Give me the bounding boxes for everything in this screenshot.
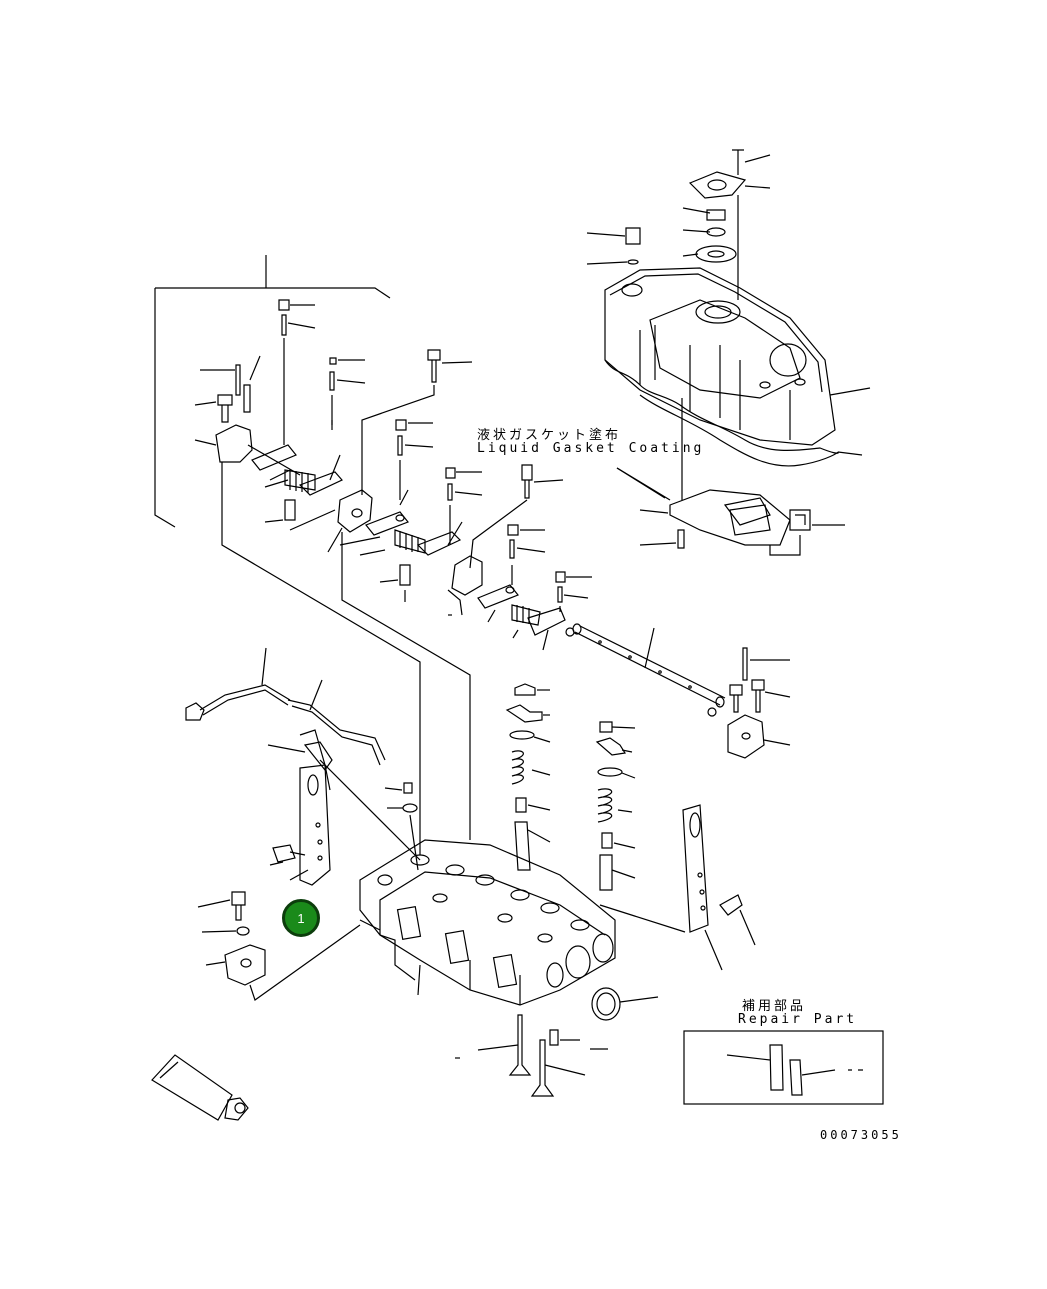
rocker-arm-assembly <box>154 255 592 651</box>
liquid-gasket-label-jp: 液状ガスケット塗布 <box>477 428 622 443</box>
callout-badge-1[interactable]: 1 <box>282 899 320 937</box>
cover-leader-lines <box>586 154 871 500</box>
valve-train-parts <box>384 683 636 891</box>
breather-cap-parts <box>625 149 747 300</box>
seal-and-dowel <box>549 987 659 1050</box>
repair-part-label-en: Repair Part <box>738 1012 858 1027</box>
callout-number: 1 <box>297 910 305 926</box>
valves <box>455 1014 586 1097</box>
repair-part-label-jp: 補用部品 <box>742 999 807 1014</box>
cylinder-head-cover <box>604 267 839 467</box>
head-bolts-left <box>197 891 361 1001</box>
repair-part-box <box>683 1030 884 1105</box>
rocker-bracket-right <box>727 647 791 759</box>
rocker-shaft <box>565 623 726 717</box>
gasket-label-leader <box>616 467 671 501</box>
lifting-brackets <box>269 764 756 971</box>
assembly-lines <box>221 420 471 855</box>
liquid-gasket-label-en: Liquid Gasket Coating <box>477 441 705 456</box>
liquid-gasket-tube <box>151 1054 249 1121</box>
cylinder-head <box>359 839 616 1006</box>
glow-plug-wiring <box>185 647 421 861</box>
cover-gasket <box>616 467 845 556</box>
figure-number: 00073055 <box>820 1128 902 1142</box>
